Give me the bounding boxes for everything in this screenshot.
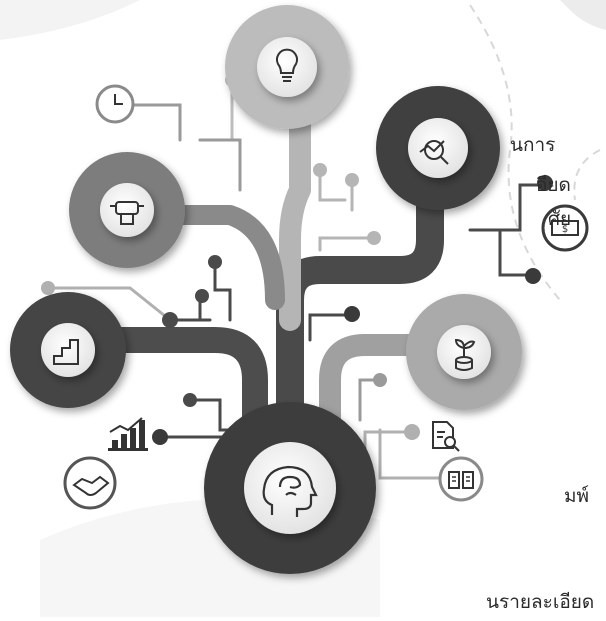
lightbulb-icon — [276, 48, 298, 82]
svg-text:$: $ — [562, 224, 568, 235]
stairs-progress-icon — [53, 339, 79, 365]
text-fragment-1: นการ — [510, 134, 556, 156]
node-left-lower — [10, 292, 126, 408]
analytics-magnifier-icon — [419, 140, 449, 165]
text-fragment-4: มพ์ — [564, 485, 590, 507]
open-book-icon — [438, 456, 484, 502]
text-fragment-5: นรายละเอียด — [486, 591, 595, 613]
node-top — [225, 5, 349, 129]
brain-head-icon — [262, 465, 318, 517]
fist-strength-icon — [110, 201, 144, 225]
text-fragment-2: อียด — [536, 174, 571, 196]
text-fragment-3: ศัย — [548, 208, 572, 230]
branch-left-lower — [47, 327, 268, 483]
bg-shape-top-right — [560, 0, 606, 30]
bg-shape-top-left — [0, 0, 140, 40]
plant-coins-icon — [454, 338, 476, 371]
branches — [47, 69, 471, 534]
handshake-icon — [63, 456, 117, 510]
clock-icon — [95, 84, 135, 124]
dashed-curve-far-right — [573, 149, 601, 201]
node-top-right — [376, 86, 500, 210]
branch-left-upper — [110, 205, 285, 310]
node-left-upper — [69, 152, 185, 268]
branch-top — [279, 69, 311, 331]
bar-chart-icon — [108, 417, 148, 451]
node-right-lower — [406, 294, 522, 410]
branch-right-lower — [319, 334, 471, 481]
money-exchange-icon: $ — [541, 204, 589, 252]
node-center — [204, 402, 376, 574]
document-search-icon — [432, 421, 460, 452]
